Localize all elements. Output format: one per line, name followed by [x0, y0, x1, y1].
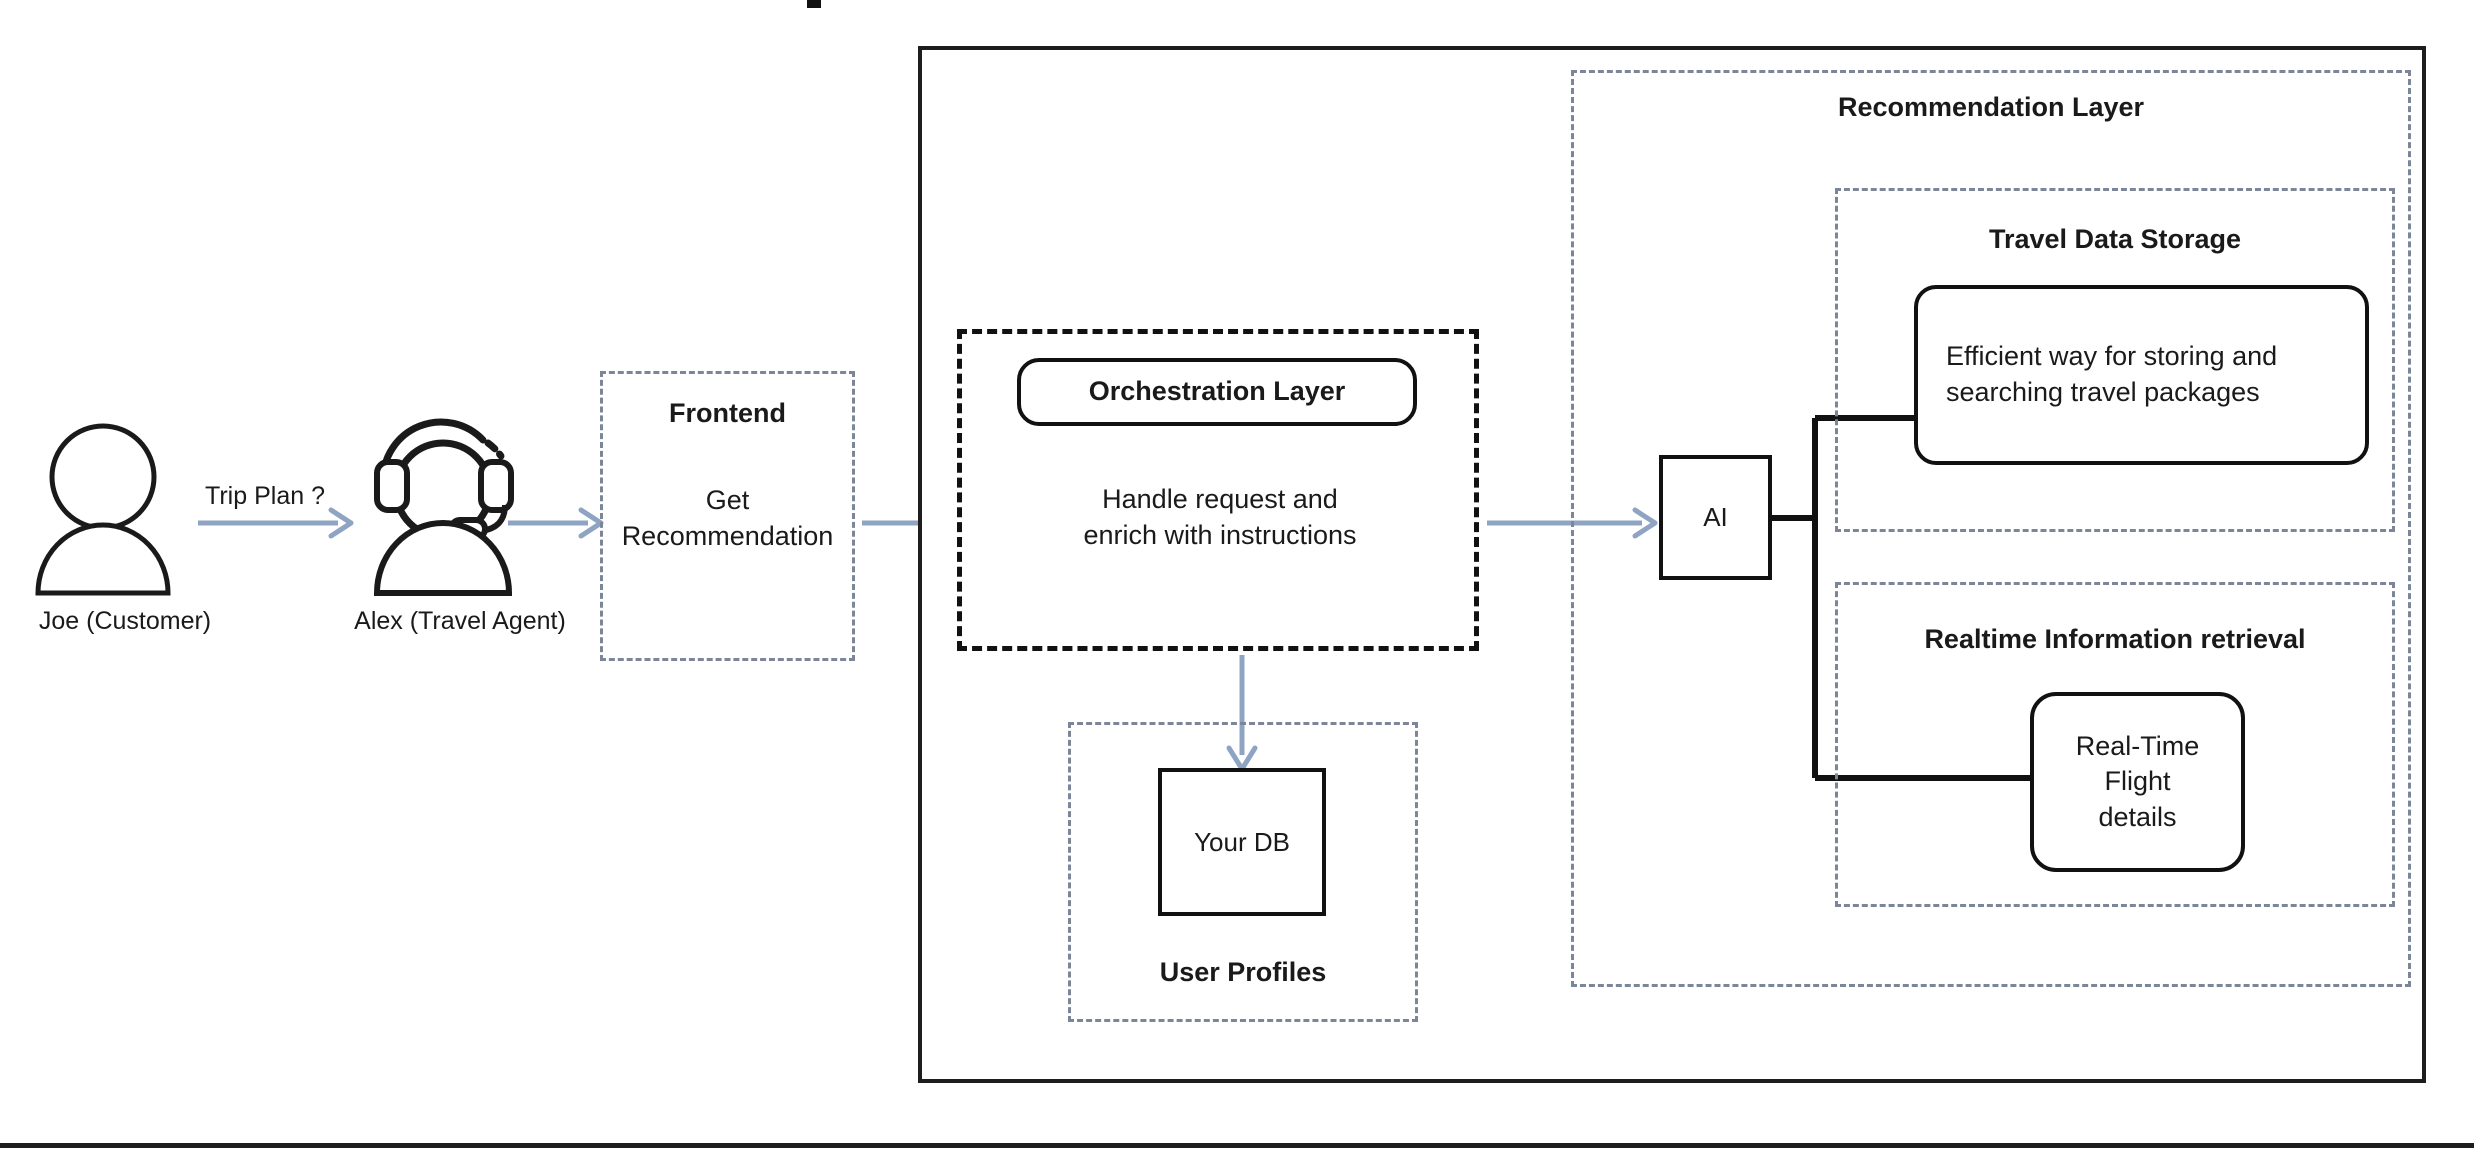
travel-data-storage-title: Travel Data Storage [1988, 224, 2242, 254]
page-bottom-rule [0, 1143, 2474, 1148]
recommendation-layer-container [1571, 70, 2411, 987]
orchestration-container [957, 329, 1479, 651]
realtime-retrieval-title: Realtime Information retrieval [1924, 624, 2306, 654]
ai-node-box: AI [1659, 455, 1772, 580]
orchestration-title-box: Orchestration Layer [1017, 358, 1417, 426]
realtime-flight-card: Real-Time Flight details [2030, 692, 2245, 872]
person-headset-icon [373, 418, 514, 596]
edge-trip-plan-arrow [198, 503, 354, 543]
user-profiles-container [1068, 722, 1418, 1022]
recommendation-layer-title: Recommendation Layer [1837, 92, 2145, 122]
travel-data-storage-card: Efficient way for storing and searching … [1914, 285, 2369, 465]
person-icon [35, 423, 171, 596]
actor-customer [18, 415, 233, 630]
orchestration-body: Handle request and enrich with instructi… [1083, 484, 1357, 550]
actor-travel-agent [355, 400, 565, 630]
user-db-label: Your DB [1194, 826, 1290, 857]
frontend-container [600, 371, 855, 661]
edge-trip-plan-label: Trip Plan ? [205, 482, 325, 510]
user-db-box: Your DB [1158, 768, 1326, 916]
realtime-flight-card-text: Real-Time Flight details [2075, 730, 2200, 832]
actor-customer-label: Joe (Customer) [38, 607, 212, 635]
realtime-retrieval-container [1835, 582, 2395, 907]
title-cutoff-mark [807, 0, 821, 8]
orchestration-title: Orchestration Layer [1088, 376, 1346, 407]
travel-data-storage-container [1835, 188, 2395, 532]
edge-agent-to-frontend [508, 503, 608, 543]
frontend-body: Get Recommendation [621, 485, 834, 551]
user-profiles-title: User Profiles [1159, 957, 1327, 987]
frontend-title: Frontend [669, 398, 786, 428]
actor-travel-agent-label: Alex (Travel Agent) [354, 607, 566, 635]
ai-node-label: AI [1703, 502, 1728, 533]
edge-orchestration-to-ai [1487, 503, 1662, 543]
travel-data-storage-card-text: Efficient way for storing and searching … [1946, 341, 2278, 407]
